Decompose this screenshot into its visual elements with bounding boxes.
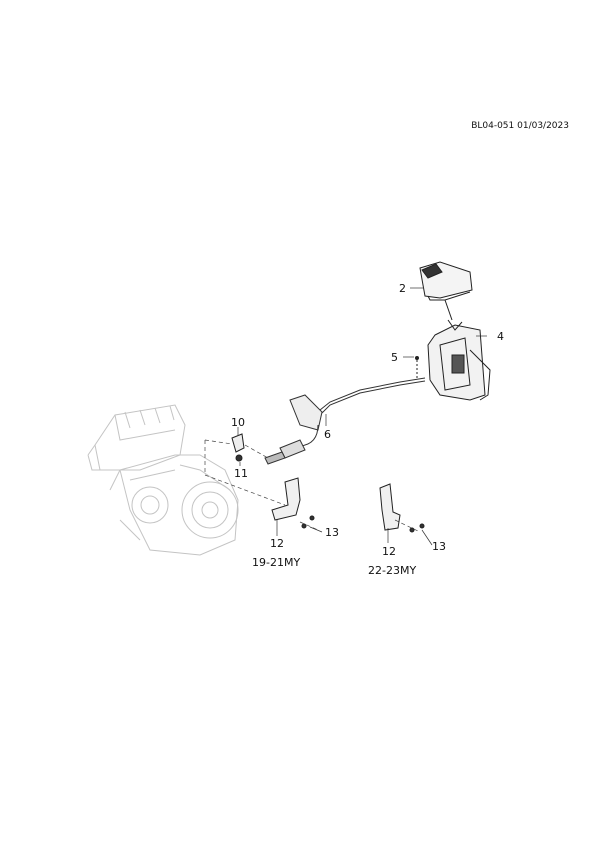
callout-11: 11 <box>234 467 248 480</box>
callout-5: 5 <box>391 351 398 364</box>
callout-13-right: 13 <box>432 540 446 553</box>
shift-knob <box>419 261 473 321</box>
bracket-12-22-23my <box>379 483 425 533</box>
assembly-guide-lines <box>204 439 421 533</box>
callout-12-left: 12 <box>270 537 284 550</box>
variant-caption-22-23my: 22-23MY <box>368 564 417 577</box>
callout-10: 10 <box>231 416 245 429</box>
bracket-12-19-21my <box>271 477 315 529</box>
bracket-10 <box>231 433 245 462</box>
callout-4: 4 <box>497 330 504 343</box>
diagram-reference-code: BL04-051 01/03/2023 <box>471 121 569 131</box>
variant-caption-19-21my: 19-21MY <box>252 556 301 569</box>
callout-2: 2 <box>399 282 406 295</box>
transmission-assembly <box>87 404 239 556</box>
callout-6: 6 <box>324 428 331 441</box>
callout-12-right: 12 <box>382 545 396 558</box>
shifter-housing <box>427 319 491 401</box>
callout-leaders <box>237 287 487 546</box>
callout-13-left: 13 <box>325 526 339 539</box>
bolt-5 <box>415 356 419 378</box>
shift-cable <box>264 377 426 465</box>
